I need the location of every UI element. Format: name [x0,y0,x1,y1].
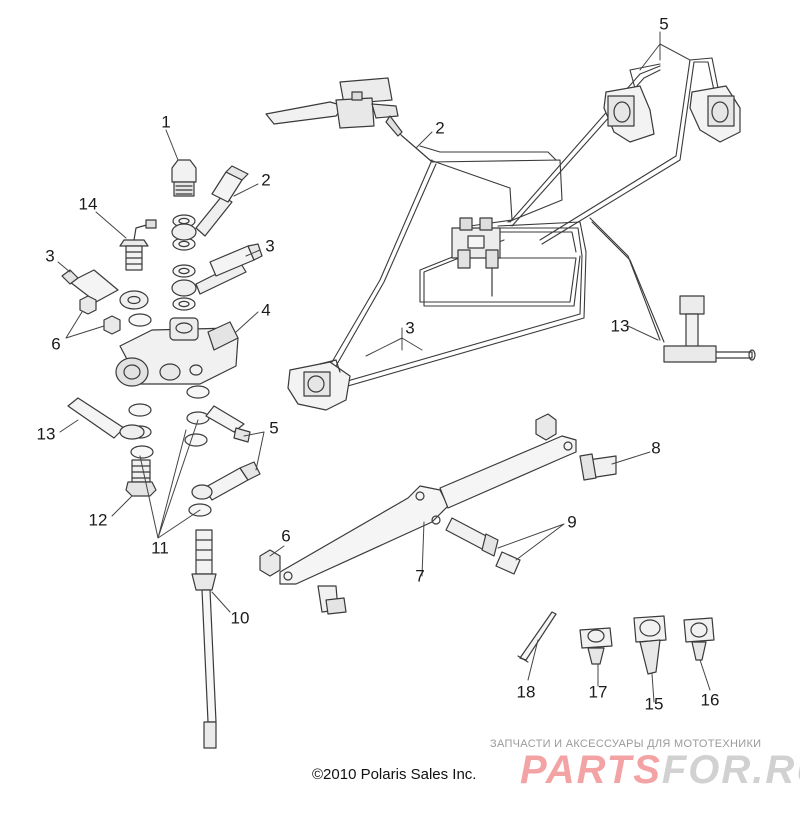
grommet-15 [633,615,667,675]
callout-17: 17 [588,682,608,702]
callout-6-lower: 6 [281,526,291,546]
clamp-16 [683,617,715,661]
callout-11: 11 [151,538,169,558]
foot-master-cylinder [663,295,756,363]
callout-1: 1 [161,112,171,132]
linkage-bar-7 [279,435,577,585]
sealing-washers-upper [172,214,196,311]
banjo-fitting-upper [171,195,247,297]
watermark-logo: PARTSFOR.RU [520,748,800,793]
callout-13-left: 13 [36,424,56,444]
cable-tie-18 [517,611,557,663]
proportioning-valve [451,217,501,297]
callout-18: 18 [516,682,536,702]
brake-light-switch-14 [119,219,157,271]
rear-caliper [287,359,351,411]
nuts-6-left [79,295,121,335]
callout-3-right: 3 [265,236,275,256]
hose-end-13-left [67,397,145,440]
bleeder-10 [191,529,217,749]
banjo-bolt-1 [171,159,197,197]
copyright-text: ©2010 Polaris Sales Inc. [312,766,477,783]
hose-end-2 [211,165,249,203]
callout-10: 10 [230,608,250,628]
callout-7: 7 [415,566,425,586]
callout-15: 15 [644,694,664,714]
callout-3-center: 3 [405,318,415,338]
callout-2-left: 2 [261,170,271,190]
nut-6-lower [259,413,557,577]
callout-16: 16 [700,690,720,710]
front-calipers [603,85,741,143]
callout-5-upper: 5 [659,14,669,34]
distribution-block-4 [115,317,239,387]
callout-4: 4 [261,300,271,320]
leader-lines [57,31,711,703]
hand-master-cylinder [265,77,403,137]
bolts-8-9 [317,453,617,615]
callout-8: 8 [651,438,661,458]
callout-13-right: 13 [610,316,630,336]
callout-3-left: 3 [45,246,55,266]
hose-end-5-lower [191,405,261,501]
callout-12: 12 [88,510,108,530]
clamp-17 [579,627,613,665]
callout-6-left: 6 [51,334,61,354]
watermark-brand-parts: PARTS [520,748,662,792]
bolt-12 [125,459,157,497]
callout-9: 9 [567,512,577,532]
watermark-brand-for-ru: FOR.RU [661,748,800,792]
callout-2-center: 2 [435,118,445,138]
callout-14: 14 [78,194,98,214]
watermark-tagline: ЗАПЧАСТИ И АКСЕССУАРЫ ДЛЯ МОТОТЕХНИКИ [490,738,762,750]
callout-5-lower: 5 [269,418,279,438]
hose-end-3-left [61,269,152,327]
